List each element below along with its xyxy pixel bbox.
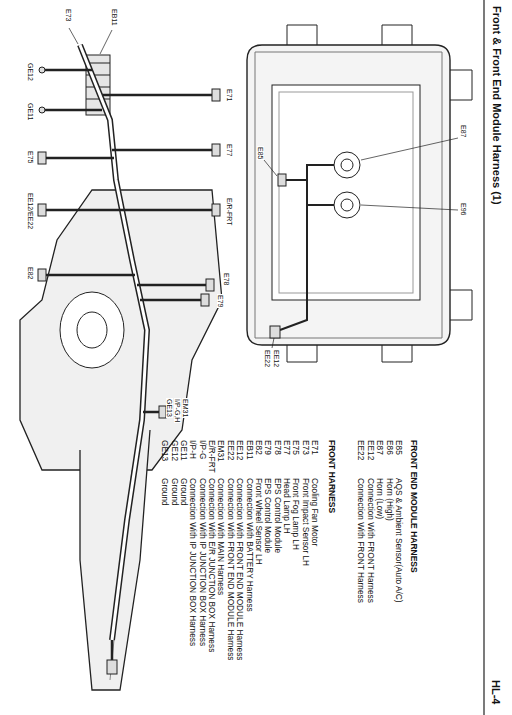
- page-number: HL-4: [490, 680, 501, 704]
- connector-description: EPS Control Module: [264, 478, 272, 553]
- connector-code: E82: [255, 440, 263, 455]
- connector-description: Ground: [161, 478, 169, 506]
- callout-label: E87: [460, 124, 467, 138]
- connector-code: I/P-G: [199, 440, 207, 459]
- connector-code: E71: [311, 440, 319, 455]
- connector-description: Connection With MAIN Harness: [217, 478, 225, 595]
- connector-code: EE22: [357, 440, 365, 460]
- connector-description: AQS & Ambient Sensor(Auto A/C): [395, 478, 403, 603]
- connector-code: E/R-FRT: [208, 440, 216, 473]
- callout-label: EM31: [182, 398, 189, 418]
- callout-label: E79: [217, 294, 224, 308]
- connector-description: Front Impact Sensor LH: [301, 478, 309, 566]
- callout-label: E/R-FRT: [226, 197, 233, 226]
- callout-label: GE13: [166, 398, 173, 418]
- callout-label: EE12/EE22: [27, 192, 34, 230]
- connector-description: Connection With FRONT Harness: [357, 478, 365, 603]
- connector-code: GE11: [180, 440, 188, 461]
- callout-label: GE11: [27, 102, 34, 121]
- connector-description: Connection With FRONT END MODULE Harness: [236, 478, 244, 660]
- connector-code: E73: [301, 440, 309, 455]
- callout-label: E85: [257, 146, 264, 160]
- callout-label: E96: [460, 202, 467, 216]
- connector-description: Connection With FRONT Harness: [367, 478, 375, 603]
- callout-label: E71: [226, 88, 233, 102]
- connector-code: GE12: [170, 440, 178, 461]
- connector-code: EB11: [245, 440, 253, 460]
- connector-code: E75: [292, 440, 300, 455]
- callout-label: I/P-G,H: [174, 398, 181, 423]
- section-heading: FRONT END MODULE HARNESS: [410, 440, 419, 573]
- connector-code: I/P-H: [189, 440, 197, 459]
- connector-code: E77: [283, 440, 291, 455]
- connector-code: E87: [376, 440, 384, 455]
- connector-description: EPS Control Module: [273, 478, 281, 553]
- connector-description: Front Wheel Sensor LH: [255, 478, 263, 565]
- connector-description: Front Fog Lamp LH: [292, 478, 300, 550]
- callout-label: E75: [27, 150, 34, 164]
- page-title: Front & Front End Module Harness (1): [491, 6, 502, 205]
- connector-code: EE12: [236, 440, 244, 460]
- connector-code: E85: [395, 440, 403, 455]
- connector-description: Head Lamp LH: [283, 478, 291, 534]
- connector-description: Connection With E/R JUNCTION BOX Harness: [208, 478, 216, 652]
- connector-description: Cooling Fan Motor: [311, 478, 319, 546]
- connector-code: E78: [273, 440, 281, 455]
- connector-code: E79: [264, 440, 272, 455]
- callout-label: EB11: [111, 8, 118, 27]
- connector-code: EM31: [217, 440, 225, 462]
- callout-label: E73: [65, 8, 72, 22]
- connector-code: E86: [385, 440, 393, 455]
- connector-code: EE12: [367, 440, 375, 460]
- callout-label: E82: [27, 266, 34, 280]
- callout-label: E77: [226, 143, 233, 157]
- connector-description: Connection With FRONT END MODULE Harness: [227, 478, 235, 660]
- connector-code: GE13: [161, 440, 169, 461]
- connector-description: Ground: [180, 478, 188, 506]
- connector-description: Ground: [170, 478, 178, 506]
- connector-description: Connection With BATTERY Harness: [245, 478, 253, 612]
- callout-label: EE22: [264, 349, 271, 368]
- connector-description: Horn (High): [385, 478, 393, 521]
- connector-description: Connection With IP JUNCTION BOX Harness: [189, 478, 197, 646]
- connector-description: Horn (Low): [376, 478, 384, 519]
- connector-description: Connection With IP JUNCTION BOX Harness: [199, 478, 207, 646]
- section-heading: FRONT HARNESS: [328, 440, 337, 513]
- connector-code: EE22: [227, 440, 235, 460]
- callout-label: E78: [223, 272, 230, 286]
- callout-label: EE12: [273, 349, 280, 368]
- callout-label: GE12: [27, 62, 34, 82]
